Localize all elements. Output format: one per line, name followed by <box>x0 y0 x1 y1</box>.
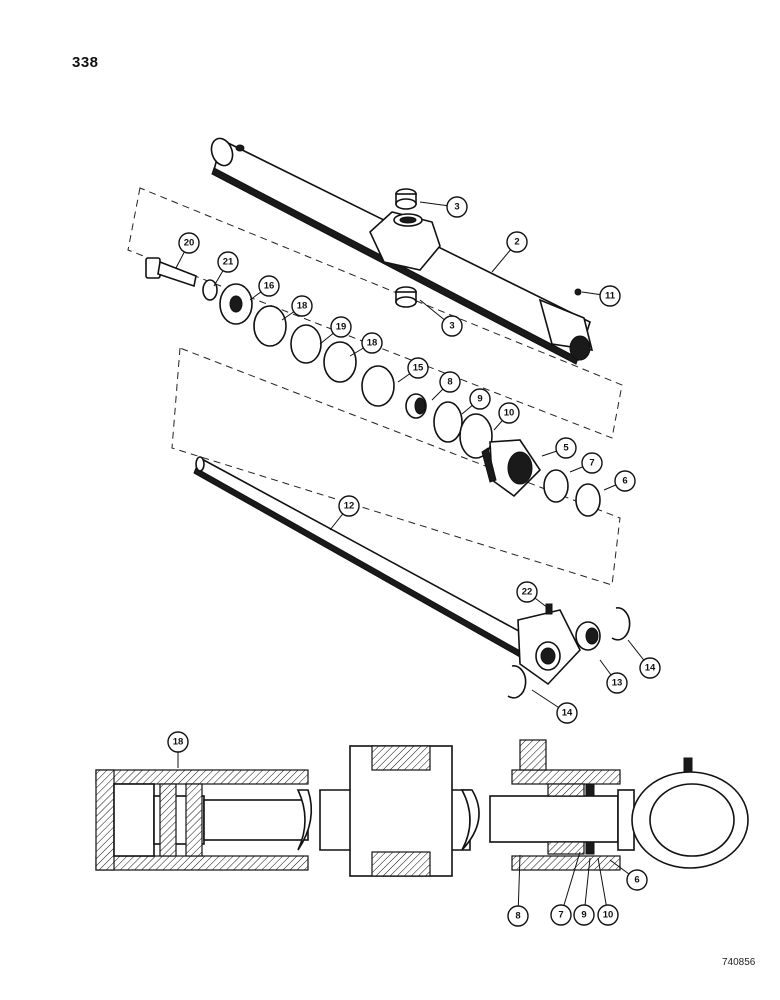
exploded-callout-circle-11 <box>599 285 621 307</box>
section-callout-label-9: 9 <box>581 910 586 921</box>
stop-tube <box>361 365 395 407</box>
exploded-callout-circle-13 <box>606 672 628 694</box>
exploded-callout-circle-5 <box>555 437 577 459</box>
exploded-callout-label-6: 6 <box>622 476 627 487</box>
section-callout-circle-9 <box>573 904 595 926</box>
exploded-callout-label-13: 13 <box>612 678 623 689</box>
exploded-callout-label-14: 14 <box>562 708 573 719</box>
snap-ring-right <box>611 607 631 641</box>
section-callout-label-6: 6 <box>634 875 639 886</box>
exploded-callout-circle-19 <box>330 316 352 338</box>
wiper <box>575 483 601 517</box>
piston-rod <box>193 456 529 658</box>
exploded-callout-label-12: 12 <box>344 501 355 512</box>
exploded-callout-label-10: 10 <box>504 408 515 419</box>
gland <box>481 439 542 498</box>
exploded-callout-circle-18 <box>361 332 383 354</box>
exploded-callout-circle-14 <box>639 657 661 679</box>
exploded-callout-label-18: 18 <box>367 338 378 349</box>
exploded-callout-circle-15 <box>407 357 429 379</box>
wear-ring <box>290 324 322 364</box>
dashed-group-outline-upper <box>127 187 623 439</box>
section-callout-circle-10 <box>597 904 619 926</box>
section-callout-circle-6 <box>626 869 648 891</box>
eye-bushing <box>575 621 601 651</box>
exploded-callout-label-21: 21 <box>223 257 234 268</box>
exploded-callout-circle-6 <box>614 470 636 492</box>
section-callout-label-18: 18 <box>173 737 184 748</box>
exploded-callout-circle-18 <box>291 295 313 317</box>
section-callout-circle-7 <box>550 904 572 926</box>
piston <box>219 283 253 325</box>
section-cap-end <box>95 769 313 871</box>
exploded-callout-circle-10 <box>498 402 520 424</box>
exploded-callout-circle-21 <box>217 251 239 273</box>
exploded-callout-label-8: 8 <box>447 377 452 388</box>
exploded-callout-circle-8 <box>439 371 461 393</box>
section-callout-circle-18 <box>167 731 189 753</box>
exploded-callout-label-3: 3 <box>449 321 454 332</box>
exploded-callout-label-14: 14 <box>645 663 656 674</box>
exploded-callout-circle-20 <box>178 232 200 254</box>
exploded-callout-circle-16 <box>258 275 280 297</box>
exploded-callout-label-2: 2 <box>514 237 519 248</box>
rod-eye <box>517 609 581 686</box>
exploded-callout-circle-9 <box>469 388 491 410</box>
exploded-callout-label-19: 19 <box>336 322 347 333</box>
exploded-callout-circle-12 <box>338 495 360 517</box>
exploded-callout-circle-3 <box>441 315 463 337</box>
exploded-callout-label-11: 11 <box>605 291 616 302</box>
exploded-callout-circle-22 <box>516 581 538 603</box>
section-callout-label-7: 7 <box>558 910 563 921</box>
seal-ring-b <box>323 341 357 383</box>
exploded-callout-label-20: 20 <box>184 238 195 249</box>
snap-ring-left <box>507 665 527 699</box>
backup-ring <box>459 413 493 459</box>
section-callout-label-8: 8 <box>515 911 520 922</box>
section-leader-7 <box>560 851 581 916</box>
exploded-callout-label-5: 5 <box>563 443 569 454</box>
bushing-lower <box>395 286 417 308</box>
exploded-callout-label-9: 9 <box>477 394 482 405</box>
section-callout-circle-8 <box>507 905 529 927</box>
section-callout-label-10: 10 <box>603 910 614 921</box>
page-number: 338 <box>72 54 99 71</box>
exploded-callout-label-22: 22 <box>522 587 533 598</box>
dashed-group-outline-lower <box>171 347 621 586</box>
o-ring <box>433 401 463 443</box>
exploded-callout-label-7: 7 <box>589 458 594 469</box>
figure-id: 740856 <box>722 957 756 968</box>
exploded-view-callouts: 3 2 20 21 16 11 18 3 19 18 15 8 9 10 5 7 6 12 22 13 14 14 <box>175 196 661 724</box>
fitting <box>574 288 582 296</box>
bushing-upper <box>395 188 417 210</box>
exploded-callout-label-3: 3 <box>454 202 459 213</box>
bolt <box>145 257 197 288</box>
washer <box>202 279 218 301</box>
exploded-callout-label-18: 18 <box>297 301 308 312</box>
section-trunnion <box>319 745 480 877</box>
exploded-callout-circle-14 <box>556 702 578 724</box>
exploded-callout-circle-2 <box>506 231 528 253</box>
cylinder-tube <box>210 137 594 365</box>
section-view-callouts: 18 8 7 9 10 6 <box>167 731 648 927</box>
section-head-end <box>489 739 749 871</box>
exploded-callout-label-16: 16 <box>264 281 275 292</box>
exploded-callout-label-15: 15 <box>413 363 424 374</box>
exploded-callout-circle-3 <box>446 196 468 218</box>
grease-fitting <box>545 603 553 615</box>
bushing-rod <box>405 393 427 419</box>
exploded-callout-circle-7 <box>581 452 603 474</box>
rod-seal <box>543 469 569 503</box>
seal-ring-a <box>253 305 287 347</box>
